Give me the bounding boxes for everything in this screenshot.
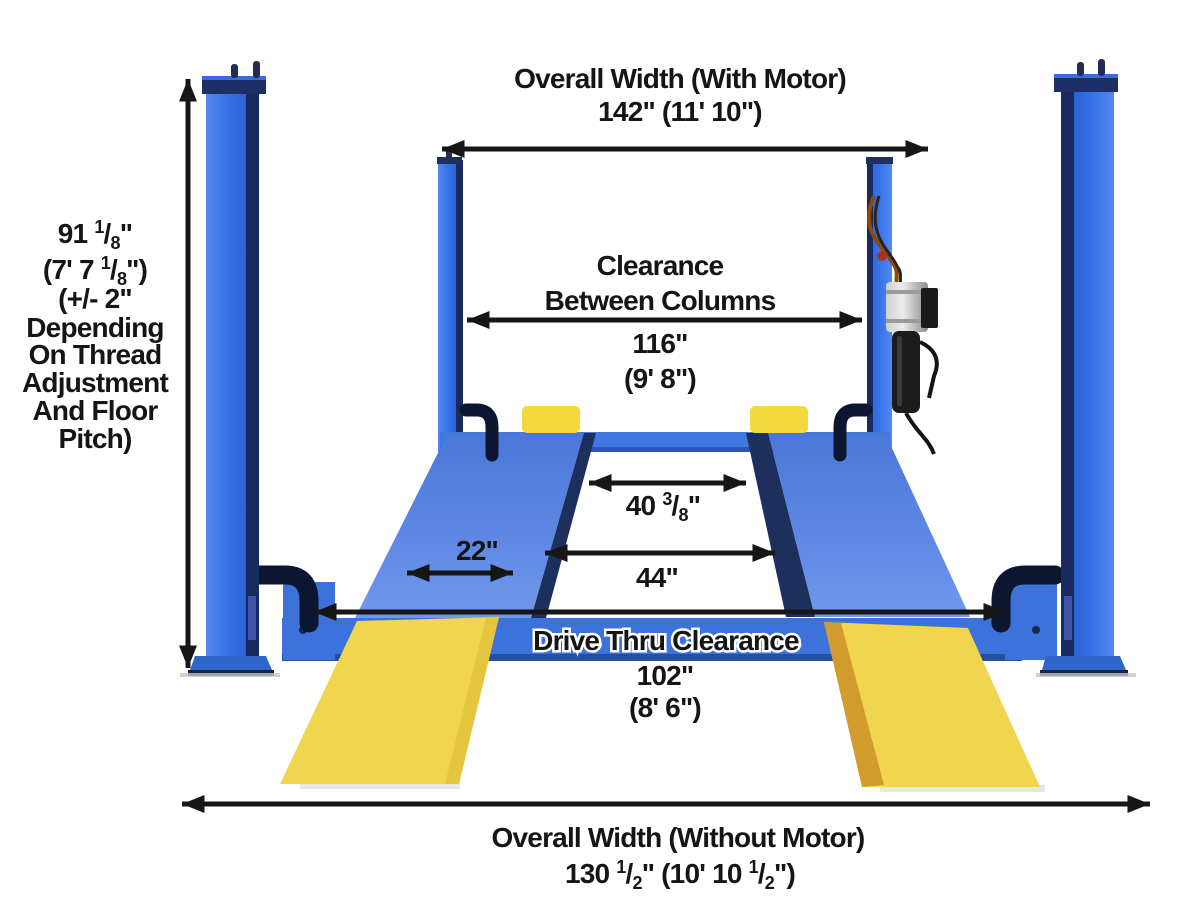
motor-junction-box <box>921 288 938 328</box>
wire-connector <box>877 251 887 261</box>
value-overall-with-motor: 142" (11' 10") <box>598 96 762 127</box>
power-unit-assembly <box>866 195 939 455</box>
hydraulic-tank <box>892 331 920 413</box>
left-runway <box>355 433 596 618</box>
label-clearance-2: Between Columns <box>545 285 776 316</box>
svg-text:And Floor: And Floor <box>33 395 159 426</box>
svg-text:Adjustment: Adjustment <box>22 367 168 398</box>
label-clearance-1: Clearance <box>597 250 724 281</box>
column-height-line-2: (7' 7 1/8") <box>43 253 147 289</box>
hydraulic-hose-lower <box>904 412 936 455</box>
column-height-line-1: 91 1/8" <box>58 217 132 253</box>
right-column-cap <box>1054 74 1118 92</box>
svg-text:(+/- 2": (+/- 2" <box>58 283 132 314</box>
hydraulic-hose <box>919 340 939 399</box>
right-wheel-stop <box>750 406 808 433</box>
svg-text:Pitch): Pitch) <box>59 423 132 454</box>
left-base-plate <box>190 656 272 670</box>
front-right-column <box>1036 59 1136 677</box>
label-drive-thru: Drive Thru Clearance <box>533 625 799 656</box>
right-approach-ramp <box>824 622 1045 792</box>
front-right-beam-hook <box>991 565 1065 633</box>
value-runway-width: 22" <box>456 535 498 566</box>
left-column-cap <box>202 76 266 94</box>
inner-left-column <box>437 149 463 462</box>
svg-text:Depending: Depending <box>26 312 163 343</box>
left-wheel-stop <box>522 406 580 433</box>
value-runway-gap-top: 40 3/8" <box>626 489 700 525</box>
front-left-column <box>180 61 280 677</box>
label-column-height: 91 1/8" (7' 7 1/8") (+/- 2" Depending On… <box>22 217 169 454</box>
value-runway-gap-front: 44" <box>636 562 678 593</box>
label-overall-without-motor: Overall Width (Without Motor) <box>492 822 865 853</box>
svg-text:On Thread: On Thread <box>29 339 162 370</box>
motor-wire-orange <box>866 195 899 285</box>
right-base-plate <box>1042 656 1126 670</box>
left-approach-ramp <box>280 617 499 789</box>
front-beam-right-bracket <box>1005 582 1057 660</box>
value-overall-without-motor: 130 1/2" (10' 10 1/2") <box>565 857 795 893</box>
value-clearance-ft: (9' 8") <box>624 363 696 394</box>
label-overall-with-motor: Overall Width (With Motor) <box>514 63 846 94</box>
right-runway <box>746 433 970 617</box>
inner-right-beam-hook <box>833 403 873 462</box>
inner-left-beam-hook <box>459 403 499 462</box>
value-drive-thru-ft: (8' 6") <box>629 692 701 723</box>
motor-wire-black <box>873 195 903 285</box>
front-left-beam-hook <box>245 565 319 633</box>
value-clearance-in: 116" <box>632 328 687 359</box>
value-drive-thru-in: 102" <box>637 660 694 691</box>
